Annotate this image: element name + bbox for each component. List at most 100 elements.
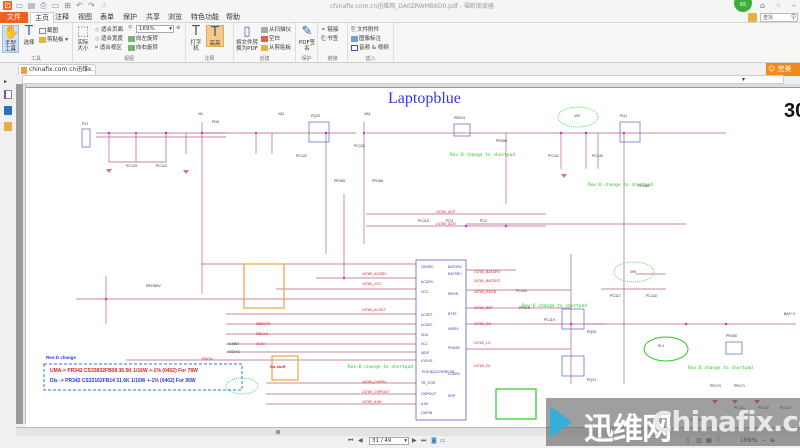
sense-resistor-pr160	[725, 341, 743, 355]
net-label: 24780_BST	[474, 306, 493, 310]
pages-icon[interactable]	[4, 90, 12, 99]
scroll-thumb[interactable]	[276, 430, 280, 434]
document-tab[interactable]: chinafix.com.cn迅维... ×	[18, 64, 96, 75]
scanner-icon	[261, 26, 268, 33]
ic-pin-label: ACDRV	[421, 280, 434, 284]
vertical-scrollbar[interactable]	[16, 84, 23, 424]
rotate-right-icon	[128, 44, 135, 51]
page-back-icon[interactable]: ◙	[431, 437, 437, 444]
pdf-file-icon	[21, 67, 27, 74]
component-label: PR306	[496, 139, 507, 143]
camera-icon	[39, 27, 46, 34]
select-button[interactable]: T 选择	[21, 25, 37, 47]
ic-pin-label: REGN	[448, 292, 459, 296]
toolbar-dropdown-icon[interactable]: ▾	[741, 76, 745, 83]
last-page-button[interactable]: ⏭	[421, 437, 427, 444]
menu-help[interactable]: 帮助	[226, 13, 240, 21]
screenshot-button[interactable]: 截图	[39, 26, 58, 34]
email-icon[interactable]: ▭	[51, 1, 60, 10]
horizontal-scrollbar[interactable]	[16, 427, 800, 436]
vertical-ruler	[23, 84, 26, 424]
layers-icon[interactable]	[4, 106, 12, 115]
print-icon[interactable]: ⎙	[40, 1, 47, 10]
menu-protect[interactable]: 保护	[123, 13, 137, 21]
hand-tool-icon[interactable]: ☝	[101, 1, 106, 10]
chevron-down-icon: ▾	[169, 26, 172, 32]
file-convert-icon: ▯	[243, 24, 251, 39]
menu-browse[interactable]: 浏览	[168, 13, 182, 21]
document-tab-bar: chinafix.com.cn迅维... ×	[0, 63, 800, 75]
page-number-input[interactable]: 31 / 49 ▾	[369, 437, 409, 445]
undo-icon[interactable]: ↶	[76, 1, 83, 10]
shortpad-note: Rev:D change to shortpad	[522, 304, 588, 309]
video-icon	[351, 44, 358, 51]
convert-to-pdf-button[interactable]: ▯ 将文件转换为PDF	[235, 24, 258, 53]
highlight-button[interactable]: T 高亮	[206, 25, 224, 47]
next-page-button[interactable]: ▶	[412, 437, 417, 444]
ic-pin-label: SDA	[421, 333, 429, 337]
comments-icon[interactable]	[4, 122, 12, 131]
fit-page-icon: ◇	[95, 27, 100, 33]
open-icon[interactable]: ▭	[15, 1, 24, 10]
audio-video-button[interactable]: 音频 & 视频	[351, 43, 389, 51]
menu-file[interactable]: 文件	[0, 12, 28, 23]
close-tab-icon[interactable]: ×	[86, 66, 92, 73]
file-attachment-button[interactable]: ⎘ 文件附件	[351, 27, 380, 33]
net-label-vin: VIN	[574, 114, 580, 118]
search-input[interactable]: 查找 ⚲	[760, 13, 798, 22]
from-scanner-button[interactable]: 从扫描仪	[261, 25, 291, 33]
component-label: PC122	[296, 154, 307, 158]
connector-pj2	[81, 128, 91, 148]
fit-page-button[interactable]: ◇ 适合页面	[95, 27, 123, 33]
first-page-button[interactable]: ⏮	[348, 437, 354, 444]
actual-size-button[interactable]: ⬚ 实际大小	[76, 24, 90, 53]
search-icon[interactable]: ⚲	[790, 13, 796, 21]
from-clipboard-button[interactable]: 从剪贴板	[261, 43, 291, 51]
fit-width-button[interactable]: ◇ 适合宽度	[95, 36, 123, 42]
component-label: PR166	[372, 179, 383, 183]
menu-home[interactable]: 主页	[30, 12, 54, 23]
mosfet-pq21	[561, 355, 585, 377]
menu-form[interactable]: 表单	[100, 13, 114, 21]
rotate-left-button[interactable]: 向左旋转	[128, 34, 158, 42]
link-button[interactable]: ⚭ 链接	[321, 27, 339, 33]
menu-view[interactable]: 视图	[78, 13, 92, 21]
hand-tool-button[interactable]: ✋ 手型工具	[2, 25, 20, 53]
highlight-box	[243, 263, 285, 309]
menu-comment[interactable]: 注释	[55, 13, 69, 21]
new-icon[interactable]: ⊞	[64, 1, 71, 10]
ic-pin-label: ACSET	[421, 313, 433, 317]
page-dropdown-icon[interactable]: ▾	[404, 438, 407, 444]
ribbon-group-view: ⬚ 实际大小 ◇ 适合页面 ◇ 适合宽度 ⌗ 适合视区 ⚲ 169%▾ ⊕ 向左…	[73, 23, 186, 63]
zoom-in-icon[interactable]: ⊕	[176, 25, 181, 31]
fit-visible-button[interactable]: ⌗ 适合视区	[95, 45, 122, 51]
bookmark-button[interactable]: ⎗ 书签	[321, 36, 339, 42]
mosfet-pq1	[619, 121, 641, 143]
blank-button[interactable]: 空白	[261, 34, 280, 42]
mosfet-pq22	[308, 121, 330, 143]
minimize-icon[interactable]: –	[792, 1, 796, 10]
zoom-select[interactable]: 169%▾	[136, 25, 174, 33]
menu-features[interactable]: 特色功能	[191, 13, 219, 21]
ground-symbols	[106, 169, 760, 404]
typewriter-button[interactable]: T 打字机	[188, 25, 204, 53]
ic-pin-label: SCL	[421, 342, 428, 346]
menu-share[interactable]: 共享	[146, 13, 160, 21]
save-icon[interactable]: ▤	[27, 1, 36, 10]
grid-icon[interactable]: ⁘	[775, 1, 782, 10]
notification-badge[interactable]: 65	[734, 0, 752, 12]
zoom-out-icon[interactable]: ⚲	[128, 25, 133, 31]
page-forward-icon[interactable]: ▭	[440, 437, 446, 444]
redo-icon[interactable]: ↷	[88, 1, 95, 10]
find-icon[interactable]	[748, 13, 757, 22]
expand-panel-icon[interactable]: ▸	[4, 78, 8, 85]
net-label-regn: REGN5V	[146, 284, 161, 288]
pdf-sign-button[interactable]: ✎ PDF签名	[298, 24, 316, 53]
rotate-right-button[interactable]: 向右旋转	[128, 43, 158, 51]
prev-page-button[interactable]: ◀	[358, 437, 363, 444]
ad-button[interactable]: ☺ 完美	[766, 63, 800, 76]
image-annotation-button[interactable]: 图像标注	[351, 34, 381, 42]
clipboard-button[interactable]: 剪贴板 ▾	[39, 35, 68, 43]
fit-width-icon: ◇	[95, 36, 100, 42]
skin-icon[interactable]: ⌂	[760, 1, 766, 10]
